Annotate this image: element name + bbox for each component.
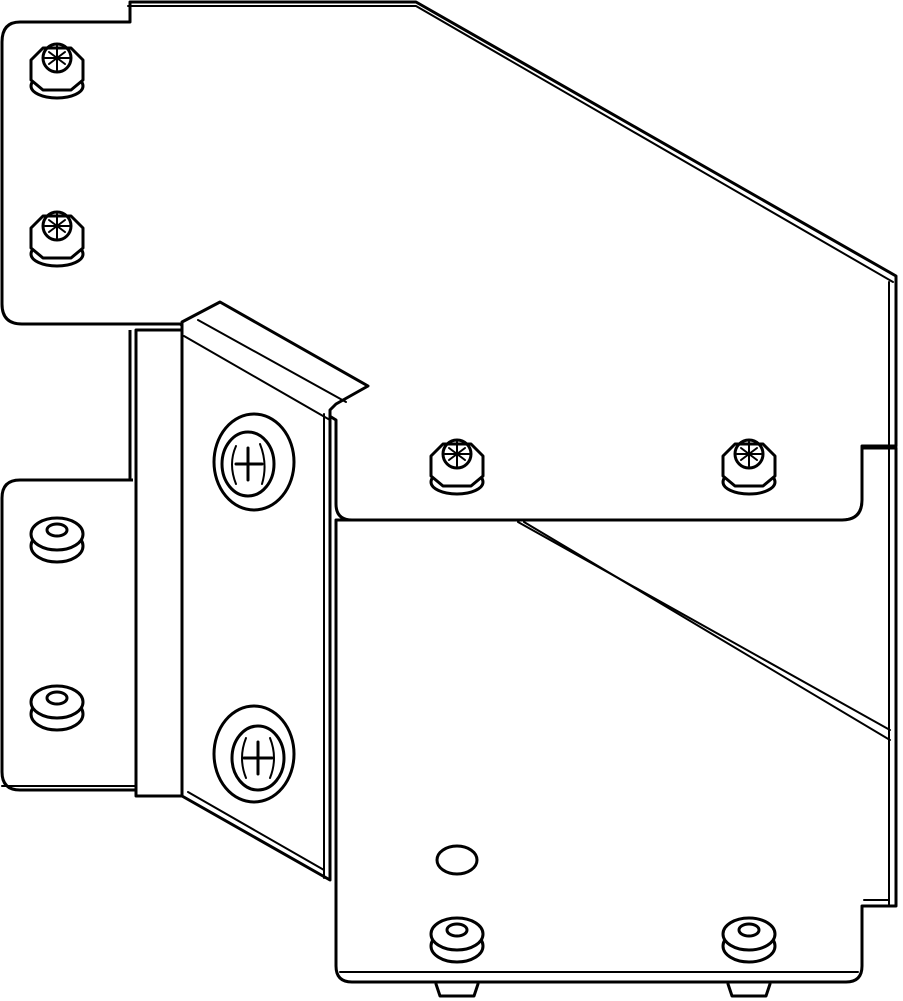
lower-plate	[334, 446, 898, 984]
bottom-bolt-tips	[434, 982, 772, 998]
hex-nut-1	[29, 42, 85, 100]
hole	[435, 844, 479, 876]
screw-2	[212, 704, 296, 804]
screw-1	[212, 412, 296, 512]
rivet-1	[29, 516, 85, 564]
rivet-3	[429, 916, 485, 964]
hex-nut-4	[721, 438, 777, 496]
hex-nut-3	[429, 438, 485, 496]
hex-nut-2	[29, 210, 85, 268]
rivet-2	[29, 684, 85, 732]
center-bracket	[134, 300, 370, 882]
rivet-4	[721, 916, 777, 964]
